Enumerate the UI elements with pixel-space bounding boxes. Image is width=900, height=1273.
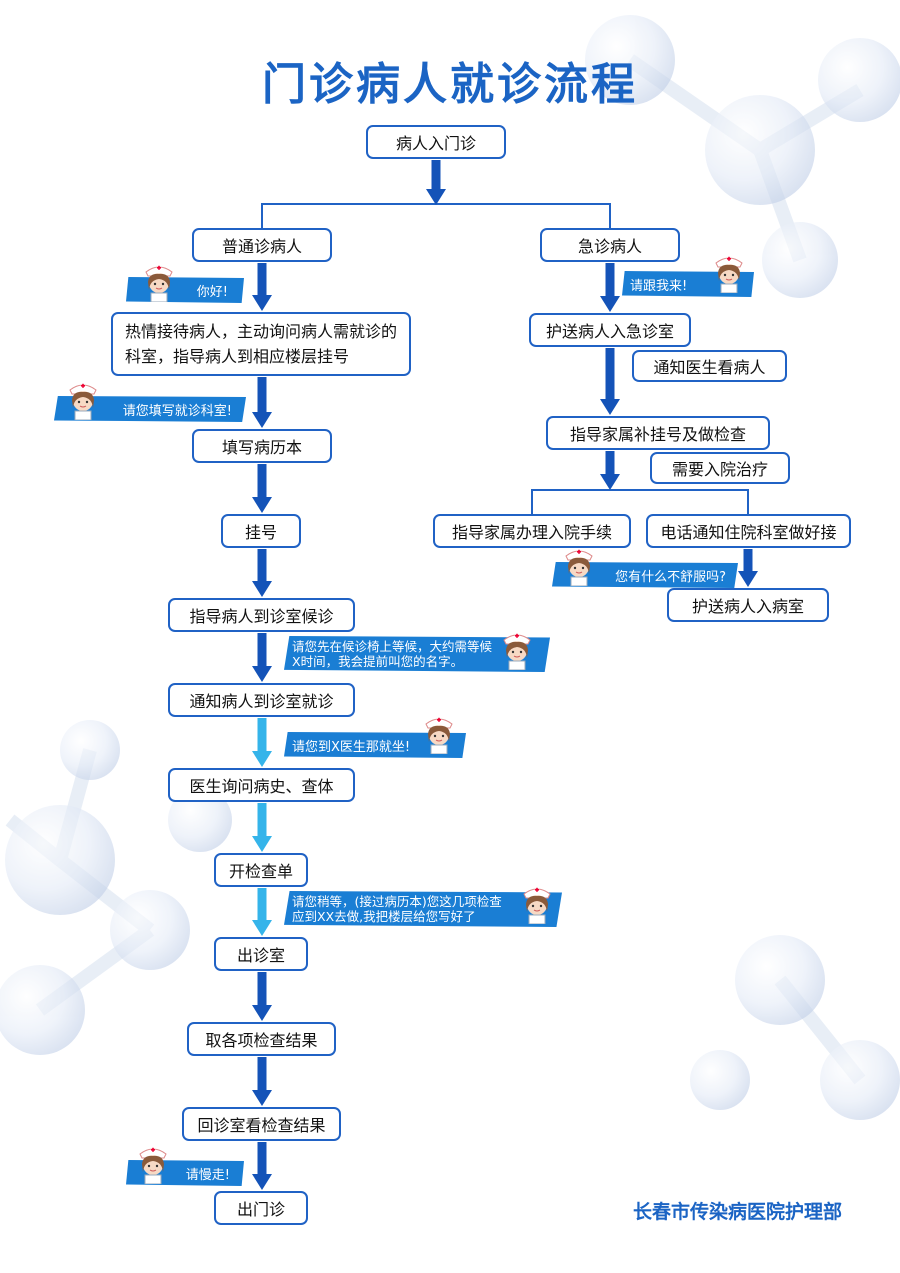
nurse-avatar-icon (425, 717, 453, 754)
nurse-avatar-icon (145, 265, 173, 302)
nurse-avatar-icon (503, 633, 531, 670)
flow-arrows (252, 160, 758, 1190)
down-arrow-icon (252, 633, 272, 682)
node-need-admission: 需要入院治疗 (650, 452, 790, 484)
down-arrow-icon (252, 972, 272, 1021)
node-reception: 热情接待病人，主动询问病人需就诊的科室，指导病人到相应楼层挂号 (111, 312, 411, 376)
nurse-avatar-icon (69, 383, 97, 420)
down-arrow-icon (600, 348, 620, 415)
node-exit: 出门诊 (214, 1191, 308, 1225)
down-arrow-icon (252, 1142, 272, 1190)
node-fill-record: 填写病历本 (192, 429, 332, 463)
down-arrow-icon (738, 549, 758, 587)
node-register: 挂号 (221, 514, 301, 548)
node-escort-ward: 护送病人入病室 (667, 588, 829, 622)
node-guide-family: 指导家属补挂号及做检查 (546, 416, 770, 450)
down-arrow-icon (252, 718, 272, 767)
down-arrow-icon (252, 263, 272, 311)
down-arrow-icon (252, 464, 272, 513)
down-arrow-icon (600, 263, 620, 312)
node-exam-order: 开检查单 (214, 853, 308, 887)
nurse-avatar-icon (523, 887, 551, 924)
down-arrow-icon (252, 888, 272, 936)
down-arrow-icon (426, 160, 446, 205)
down-arrow-icon (252, 803, 272, 852)
node-notify-doctor: 通知医生看病人 (632, 350, 787, 382)
node-leave-room: 出诊室 (214, 937, 308, 971)
node-doctor-ask: 医生询问病史、查体 (168, 768, 355, 802)
node-get-results: 取各项检查结果 (187, 1022, 336, 1056)
nurse-avatar-icon (139, 1147, 167, 1184)
down-arrow-icon (252, 549, 272, 597)
down-arrow-icon (252, 1057, 272, 1106)
nurse-avatar-icon (565, 549, 593, 586)
node-call-ward: 电话通知住院科室做好接 (646, 514, 851, 548)
nurse-avatar-icon (715, 256, 743, 293)
node-emergency-patient: 急诊病人 (540, 228, 680, 262)
node-return-room: 回诊室看检查结果 (182, 1107, 341, 1141)
bubble-exam-info: 请您稍等，(接过病历本)您这几项检查应到XX去做,我把楼层给您写好了 (284, 891, 562, 927)
footer-department: 长春市传染病医院护理部 (632, 1201, 842, 1223)
down-arrow-icon (252, 377, 272, 428)
bubble-hello: 你好! (126, 277, 244, 303)
node-guide-wait: 指导病人到诊室候诊 (168, 598, 355, 632)
node-admission-proc: 指导家属办理入院手续 (433, 514, 631, 548)
node-escort-er: 护送病人入急诊室 (529, 313, 691, 347)
node-notify-visit: 通知病人到诊室就诊 (168, 683, 355, 717)
node-general-patient: 普通诊病人 (192, 228, 332, 262)
page-title: 门诊病人就诊流程 (262, 59, 638, 110)
down-arrow-icon (600, 451, 620, 490)
node-start: 病人入门诊 (366, 125, 506, 159)
